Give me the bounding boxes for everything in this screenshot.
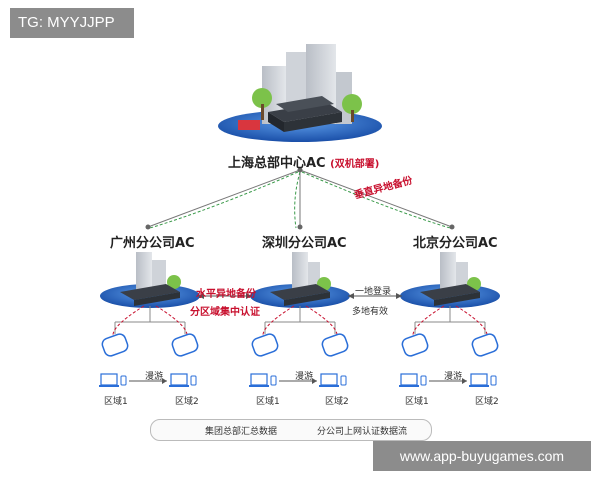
gz-roam-label: 漫游 bbox=[145, 372, 164, 382]
bj-zone1-label: 区域1 bbox=[405, 397, 429, 407]
sz-ap2-icon bbox=[321, 333, 349, 357]
bj-phone2-icon bbox=[490, 375, 497, 386]
gz-zone2-label: 区域2 bbox=[175, 397, 199, 407]
bj-laptop2-base-icon bbox=[469, 385, 489, 387]
gz-tree-lines bbox=[114, 306, 186, 334]
hq-ac-device-icon bbox=[268, 96, 342, 132]
bj-roam-label: 漫游 bbox=[444, 372, 463, 382]
sz-zone2-label: 区域2 bbox=[325, 397, 349, 407]
sz-phone2-icon bbox=[340, 375, 347, 386]
sz-laptop2-base-icon bbox=[319, 385, 339, 387]
login-line1-label: 一地登录 bbox=[355, 287, 392, 297]
sz-zone1-label: 区域1 bbox=[256, 397, 280, 407]
branch-beijing-icon bbox=[400, 252, 500, 308]
legend: 集团总部汇总数据 分公司上网认证数据流 bbox=[150, 419, 432, 441]
branch-links bbox=[198, 293, 402, 299]
watermark-bottom-right: www.app-buyugames.com bbox=[373, 441, 591, 471]
legend-red-text: 分公司上网认证数据流 bbox=[317, 427, 408, 437]
sz-roam-arrow-head bbox=[312, 378, 317, 384]
hq-label-tag: (双机部署) bbox=[330, 159, 380, 170]
branch-guangzhou-label: 广州分公司AC bbox=[110, 236, 195, 251]
ap-trees bbox=[99, 305, 499, 387]
sz-phone1-icon bbox=[270, 375, 277, 386]
bj-ap1-icon bbox=[401, 333, 429, 357]
bj-laptop2-icon bbox=[470, 373, 488, 386]
sz-tree-lines bbox=[264, 306, 336, 334]
bj-laptop1-icon bbox=[400, 373, 418, 386]
sz-laptop1-base-icon bbox=[249, 385, 269, 387]
gz-ap1-icon bbox=[101, 333, 129, 357]
bj-phone1-icon bbox=[420, 375, 427, 386]
sz-ap1-icon bbox=[251, 333, 279, 357]
gz-laptop1-icon bbox=[100, 373, 118, 386]
hq-links bbox=[145, 167, 455, 230]
gz-laptop1-base-icon bbox=[99, 385, 119, 387]
bj-ap2-icon bbox=[471, 333, 499, 357]
branch-shenzhen-icon bbox=[250, 252, 350, 308]
login-line2-label: 多地有效 bbox=[352, 307, 389, 317]
bj-tree-lines bbox=[414, 306, 486, 334]
bj-roam-arrow-head bbox=[462, 378, 467, 384]
branch-beijing-label: 北京分公司AC bbox=[413, 236, 498, 251]
legend-green-text: 集团总部汇总数据 bbox=[205, 427, 278, 437]
hq-label: 上海总部中心AC (双机部署) bbox=[228, 152, 379, 171]
sz-laptop1-icon bbox=[250, 373, 268, 386]
sz-laptop2-icon bbox=[320, 373, 338, 386]
gz-phone1-icon bbox=[120, 375, 127, 386]
gz-laptop2-icon bbox=[170, 373, 188, 386]
branch-guangzhou-icon bbox=[100, 252, 200, 308]
branch-shenzhen-label: 深圳分公司AC bbox=[262, 236, 347, 251]
gz-roam-arrow-head bbox=[162, 378, 167, 384]
gz-ap2-icon bbox=[171, 333, 199, 357]
gz-laptop2-base-icon bbox=[169, 385, 189, 387]
watermark-top-left: TG: MYYJJPP bbox=[10, 8, 134, 38]
bj-zone2-label: 区域2 bbox=[475, 397, 499, 407]
hq-label-text: 上海总部中心AC bbox=[228, 156, 326, 171]
sz-roam-label: 漫游 bbox=[295, 372, 314, 382]
gz-phone2-icon bbox=[190, 375, 197, 386]
central-auth-label: 分区域集中认证 bbox=[190, 307, 260, 318]
horizontal-backup-label: 水平异地备份 bbox=[196, 289, 256, 300]
gz-zone1-label: 区域1 bbox=[104, 397, 128, 407]
bj-laptop1-base-icon bbox=[399, 385, 419, 387]
